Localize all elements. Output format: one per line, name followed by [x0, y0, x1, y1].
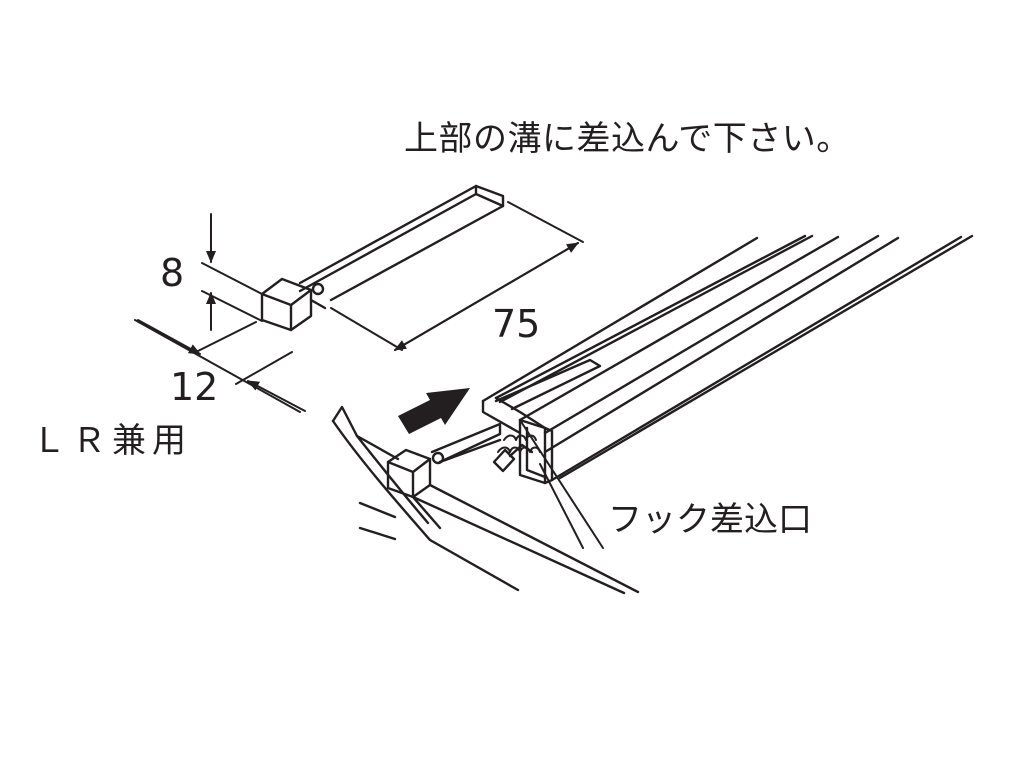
- arrow-up-right-icon: [398, 388, 470, 434]
- inserted-hook: [333, 407, 638, 593]
- rail-assembly: [483, 236, 972, 483]
- instruction-text: 上部の溝に差込んで下さい。: [404, 119, 851, 159]
- dimension-width-label: 12: [170, 365, 219, 409]
- hook-slot-leader: [520, 420, 603, 548]
- dimension-height-label: 8: [160, 251, 185, 295]
- hook-slot-label: フック差込口: [608, 500, 812, 540]
- dimension-length-75: [331, 202, 583, 350]
- dimension-height-8: [202, 214, 262, 330]
- lr-compatible-label: ＬＲ兼用: [32, 421, 192, 461]
- dimension-width-12: [135, 320, 305, 412]
- dimension-length-label: 75: [492, 302, 541, 346]
